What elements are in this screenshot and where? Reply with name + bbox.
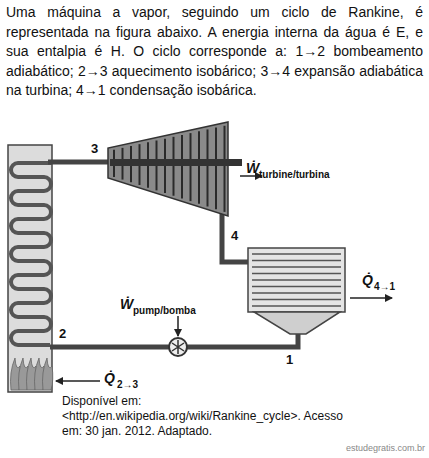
- blade: [198, 131, 200, 204]
- heat-arrow: [56, 380, 100, 382]
- blade: [181, 135, 183, 198]
- tube: [252, 279, 341, 281]
- boiler-coil: [11, 162, 51, 345]
- state-number: 4: [229, 228, 240, 244]
- tube: [252, 292, 341, 294]
- heat-arrow: [350, 297, 392, 299]
- watermark: estudegratis.com.br: [346, 443, 425, 454]
- pump-impeller: [172, 340, 184, 354]
- work-symbol: Ẇ: [120, 296, 133, 313]
- tube: [252, 299, 341, 301]
- flames: [11, 358, 53, 390]
- turbine-shaft: [110, 159, 242, 166]
- tube: [252, 305, 341, 307]
- tube: [252, 260, 341, 262]
- blade: [207, 129, 209, 206]
- condenser: [248, 248, 345, 312]
- condenser-tubes: [252, 254, 341, 306]
- tube: [252, 253, 341, 255]
- tube: [252, 286, 341, 288]
- turbine: [108, 122, 228, 216]
- turbine-blades: [114, 126, 225, 212]
- heat-subscript: 2→3: [117, 379, 138, 391]
- boiler: [8, 145, 52, 392]
- heat-subscript: 4→1: [374, 281, 395, 293]
- blade: [215, 128, 217, 210]
- condenser-hopper: [254, 312, 340, 334]
- question-text: Uma máquina a vapor, seguindo um ciclo d…: [6, 3, 423, 101]
- heat-symbol: Q̇: [104, 370, 115, 387]
- work-symbol: Ẇ: [246, 160, 259, 177]
- tube: [252, 273, 341, 275]
- blade: [173, 137, 175, 196]
- work-subscript: pump/bomba: [133, 305, 196, 317]
- state-number: 1: [286, 352, 293, 368]
- blade: [224, 126, 226, 212]
- state-number: 3: [91, 141, 98, 157]
- heat-symbol: Q̇: [362, 272, 373, 289]
- tube: [252, 266, 341, 268]
- flame: [43, 358, 53, 390]
- state-number: 2: [59, 326, 66, 342]
- pump: [169, 338, 187, 356]
- work-subscript: turbine/turbina: [259, 169, 330, 181]
- caption: Disponível em: <http://en.wikipedia.org/…: [62, 394, 362, 439]
- blade: [190, 133, 192, 201]
- work-arrow: [177, 316, 179, 336]
